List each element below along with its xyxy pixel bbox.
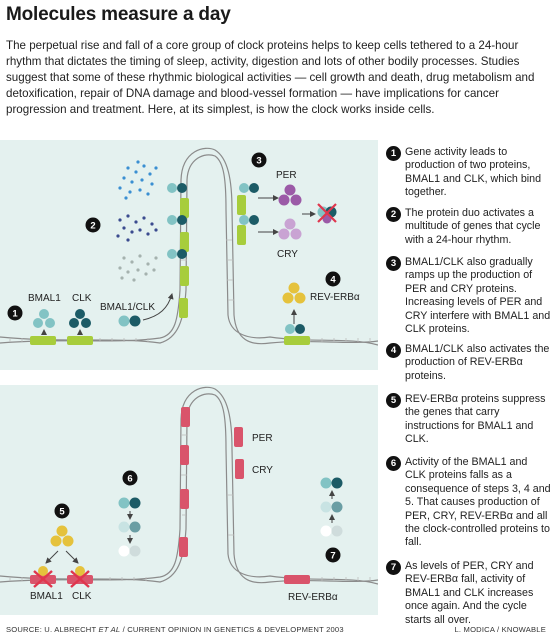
gene-cry xyxy=(237,225,246,245)
arrow-rev-erb-to-bmal1 xyxy=(45,550,59,564)
gene-cry-repressed xyxy=(235,459,244,479)
step-text: As levels of PER, CRY and REV-ERBα fall,… xyxy=(405,560,534,626)
gene-rev-erb-repressed xyxy=(284,575,310,584)
arrow-rev-erb-to-clk xyxy=(65,550,79,564)
marker-step-1: 1 xyxy=(7,305,23,321)
svg-text:6: 6 xyxy=(127,474,132,485)
arrow-complex-to-genes xyxy=(142,293,174,321)
label-bmal1: BMAL1 xyxy=(28,293,61,304)
bound-complexes-right xyxy=(239,183,259,225)
source-suffix: / CURRENT OPINION IN GENETICS & DEVELOPM… xyxy=(120,625,344,634)
gene-per-repressed xyxy=(234,427,243,447)
gene-bmal1 xyxy=(30,336,56,345)
gene-per xyxy=(237,195,246,215)
step-text: REV-ERBα proteins suppress the genes tha… xyxy=(405,393,546,446)
step-number: 3 xyxy=(386,256,401,271)
dna-strand xyxy=(0,147,378,346)
gene-clock-controlled-1-repressed xyxy=(179,537,188,557)
rev-erb-bound-clk xyxy=(75,566,85,576)
dna-strand xyxy=(0,386,378,585)
diagram-panel-activation: PER CRY REV-ERBα BMAL1 CLK BMAL1/CLK 1 2… xyxy=(0,140,378,370)
gene-rev-erb xyxy=(284,336,310,345)
clock-controlled-proteins-grey xyxy=(118,254,158,282)
dna-rungs xyxy=(9,434,371,581)
step-text: BMAL1/CLK also gradually ramps up the pr… xyxy=(405,256,551,336)
active-genes xyxy=(30,195,310,345)
rising-complexes xyxy=(320,477,343,537)
page-title: Molecules measure a day xyxy=(6,4,231,25)
protein-cry-group xyxy=(278,218,302,240)
label-cry: CRY xyxy=(277,249,298,260)
label-per: PER xyxy=(252,433,273,444)
gene-clk xyxy=(67,336,93,345)
step-text: Activity of the BMAL1 and CLK proteins f… xyxy=(405,456,551,549)
protein-bmal1-clk-complex xyxy=(118,315,141,327)
bound-complex-rev-erb xyxy=(285,324,305,334)
step-number: 7 xyxy=(386,560,401,575)
step-text: Gene activity leads to production of two… xyxy=(405,146,542,199)
clock-controlled-proteins-navy xyxy=(116,214,158,242)
protein-rev-erb-group xyxy=(282,282,306,304)
gene-clock-controlled-3-repressed xyxy=(180,445,189,465)
protein-clk-group xyxy=(69,309,91,328)
bound-complexes-left xyxy=(167,183,187,259)
label-rev-erb: REV-ERBα xyxy=(288,592,338,603)
step-number: 1 xyxy=(386,146,401,161)
repress-x-clk-icon xyxy=(70,570,90,588)
gene-clock-controlled-4-repressed xyxy=(181,407,190,427)
step-number: 6 xyxy=(386,456,401,471)
source-citation: SOURCE: U. ALBRECHT ET AL / CURRENT OPIN… xyxy=(6,625,344,634)
label-clk: CLK xyxy=(72,591,92,602)
panel-background xyxy=(0,140,378,370)
svg-text:1: 1 xyxy=(12,309,18,320)
marker-step-6: 6 xyxy=(122,470,138,486)
svg-text:5: 5 xyxy=(59,507,65,518)
marker-step-5: 5 xyxy=(54,503,70,519)
svg-text:7: 7 xyxy=(330,551,335,562)
protein-rev-erb-group xyxy=(50,525,74,547)
marker-step-7: 7 xyxy=(325,547,341,563)
label-rev-erb: REV-ERBα xyxy=(310,292,360,303)
gene-clock-controlled-4 xyxy=(180,198,189,218)
svg-text:2: 2 xyxy=(90,221,95,232)
label-cry: CRY xyxy=(252,465,273,476)
source-italic: ET AL xyxy=(98,625,121,634)
step-text: BMAL1/CLK also activates the production … xyxy=(405,343,550,382)
repress-x-bmal1-icon xyxy=(33,570,53,588)
marker-step-4: 4 xyxy=(325,271,341,287)
clock-controlled-proteins-blue xyxy=(118,160,158,200)
svg-text:3: 3 xyxy=(256,156,261,167)
gene-clock-controlled-3 xyxy=(180,232,189,252)
label-clk: CLK xyxy=(72,293,92,304)
protein-bmal1-group xyxy=(33,309,55,328)
rev-erb-bound-bmal1 xyxy=(38,566,48,576)
declining-complexes xyxy=(118,497,141,557)
step-text: The protein duo activates a multitude of… xyxy=(405,207,541,246)
step-number: 5 xyxy=(386,393,401,408)
protein-per-group xyxy=(278,184,302,206)
marker-step-2: 2 xyxy=(85,217,101,233)
marker-step-3: 3 xyxy=(251,152,267,168)
label-bmal1: BMAL1 xyxy=(30,591,63,602)
diagram-panel-repression: BMAL1 CLK PER CRY REV-ERBα 5 6 7 xyxy=(0,385,378,615)
gene-clock-controlled-2-repressed xyxy=(180,489,189,509)
svg-text:4: 4 xyxy=(330,275,336,286)
gene-clock-controlled-2 xyxy=(180,266,189,286)
label-per: PER xyxy=(276,170,297,181)
step-number: 2 xyxy=(386,207,401,222)
repress-x-icon xyxy=(317,203,337,223)
source-prefix: SOURCE: U. ALBRECHT xyxy=(6,625,99,634)
intro-paragraph: The perpetual rise and fall of a core gr… xyxy=(6,39,535,116)
label-bmal1-clk: BMAL1/CLK xyxy=(100,302,155,313)
gene-clock-controlled-1 xyxy=(179,298,188,318)
step-number: 4 xyxy=(386,343,401,358)
graphic-credit: L. MODICA / KNOWABLE xyxy=(454,625,546,634)
